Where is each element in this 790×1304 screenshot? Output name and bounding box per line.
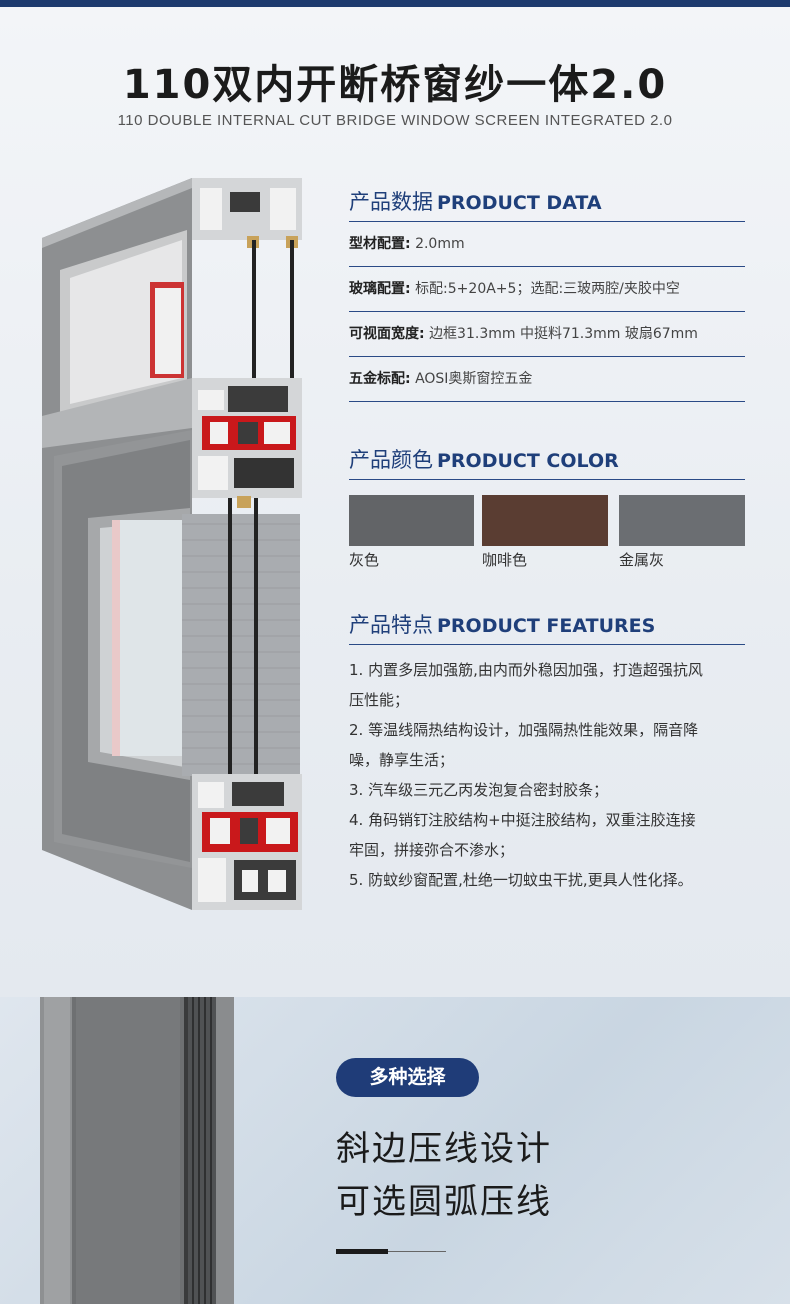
feature-line: 3. 汽车级三元乙丙发泡复合密封胶条； [349,781,609,799]
feature-item: 4. 角码销钉注胶结构+中挺注胶结构，双重注胶连接 牢固，拼接弥合不渗水； [349,805,749,865]
product-features-heading-en: PRODUCT FEATURES [437,615,656,637]
color-swatch-metal-gray [619,495,745,546]
product-features-heading-cn: 产品特点 [349,613,433,637]
feature-line: 噪，静享生活； [349,751,455,769]
product-color-heading-en: PRODUCT COLOR [437,450,619,472]
page-title: 110双内开断桥窗纱一体2.0 [122,62,668,108]
decor-bar-dark [336,1249,388,1254]
feature-item: 1. 内置多层加强筋,由内而外稳因加强，打造超强抗风 压性能； [349,655,749,715]
color-label-metal-gray: 金属灰 [619,551,665,569]
data-row-value: 标配:5+20A+5；选配:三玻两腔/夹胶中空 [415,281,680,297]
product-data-heading-cn: 产品数据 [349,190,433,214]
color-label-gray: 灰色 [349,551,380,569]
option-line-arc: 可选圆弧压线 [336,1182,552,1222]
product-color-heading-cn: 产品颜色 [349,448,433,472]
feature-line: 牢固，拼接弥合不渗水； [349,841,515,859]
data-row-value: 边框31.3mm 中挺料71.3mm 玻扇67mm [429,326,698,342]
feature-line: 4. 角码销钉注胶结构+中挺注胶结构，双重注胶连接 [349,811,696,829]
feature-line: 压性能； [349,691,410,709]
data-row-value: AOSI奥斯窗控五金 [415,371,533,387]
data-row-label: 可视面宽度: [349,326,425,342]
feature-line: 5. 防蚊纱窗配置,杜绝一切蚊虫干扰,更具人性化择。 [349,871,693,889]
data-row-glass: 玻璃配置: 标配:5+20A+5；选配:三玻两腔/夹胶中空 [349,267,745,312]
page-subtitle: 110 DOUBLE INTERNAL CUT BRIDGE WINDOW SC… [117,112,673,129]
feature-item: 5. 防蚊纱窗配置,杜绝一切蚊虫干扰,更具人性化择。 [349,865,749,895]
product-data-heading-en: PRODUCT DATA [437,192,602,214]
options-section [0,997,790,1304]
window-section-illustration [42,178,302,910]
decor-bar-light [388,1251,446,1252]
option-line-bevel: 斜边压线设计 [336,1129,552,1169]
data-row-label: 五金标配: [349,371,411,387]
options-badge: 多种选择 [336,1058,479,1097]
feature-line: 1. 内置多层加强筋,由内而外稳因加强，打造超强抗风 [349,661,703,679]
profile-closeup-image [40,997,234,1304]
color-swatch-coffee [482,495,608,546]
feature-line: 2. 等温线隔热结构设计，加强隔热性能效果，隔音降 [349,721,699,739]
data-row-value: 2.0mm [415,236,465,252]
data-row-hardware: 五金标配: AOSI奥斯窗控五金 [349,357,745,402]
data-row-label: 型材配置: [349,236,411,252]
color-label-coffee: 咖啡色 [482,551,528,569]
feature-item: 2. 等温线隔热结构设计，加强隔热性能效果，隔音降 噪，静享生活； [349,715,749,775]
data-row-profile: 型材配置: 2.0mm [349,222,745,267]
data-row-label: 玻璃配置: [349,281,411,297]
feature-item: 3. 汽车级三元乙丙发泡复合密封胶条； [349,775,749,805]
top-bar [0,0,790,7]
color-swatch-gray [349,495,474,546]
data-row-visible-width: 可视面宽度: 边框31.3mm 中挺料71.3mm 玻扇67mm [349,312,745,357]
